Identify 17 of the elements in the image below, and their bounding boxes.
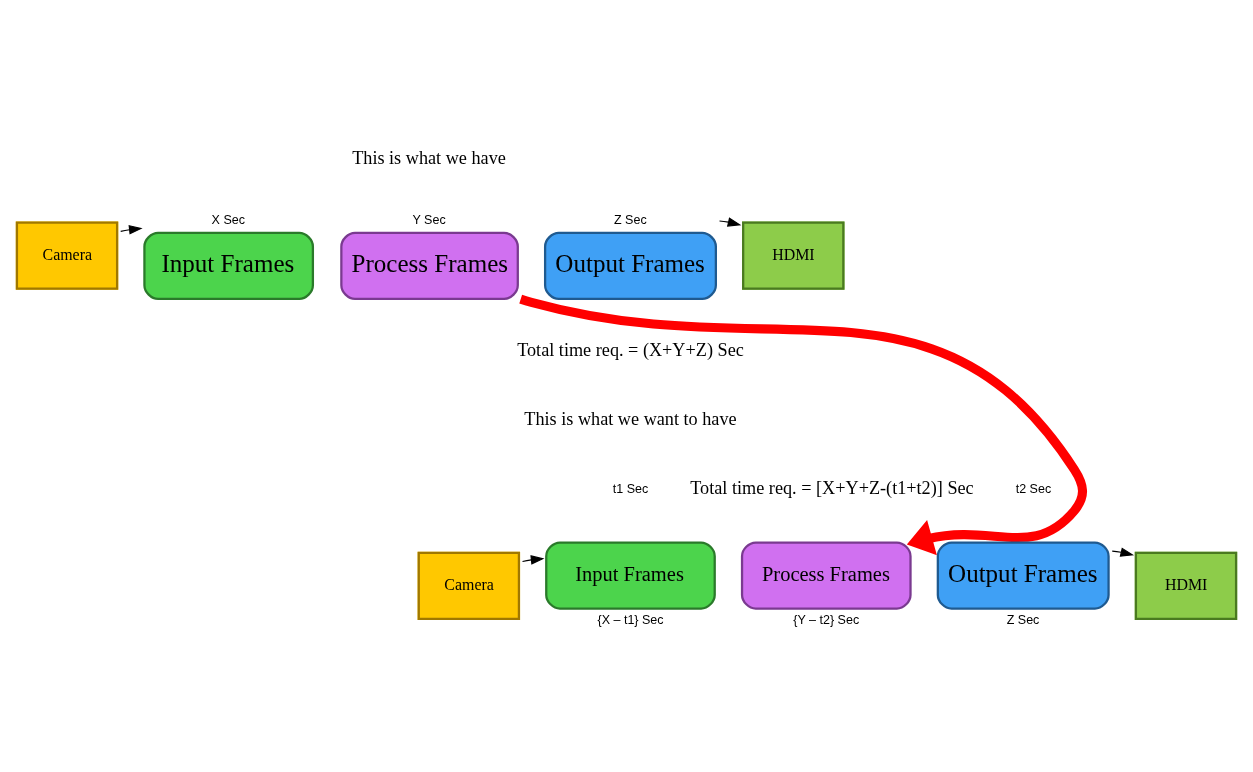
node-label: Y Sec (412, 212, 446, 227)
node-label: Z Sec (1006, 613, 1040, 628)
node-label: {Y – t2} Sec (793, 613, 860, 628)
node-label: X Sec (211, 212, 245, 227)
node-label: Z Sec (613, 212, 647, 227)
arrow (519, 294, 1087, 556)
label: This is what we have (352, 148, 506, 169)
label: t1 Sec (612, 482, 649, 497)
label: This is what we want to have (524, 409, 737, 430)
label: Total time req. = [X+Y+Z-(t1+t2)] Sec (690, 478, 974, 499)
label: t2 Sec (1015, 482, 1052, 497)
arrow (521, 555, 545, 565)
label: Total time req. = (X+Y+Z) Sec (517, 339, 744, 360)
arrow (1111, 547, 1135, 557)
arrow (120, 225, 143, 235)
arrow (718, 217, 742, 227)
node-label: {X – t1} Sec (597, 613, 664, 628)
